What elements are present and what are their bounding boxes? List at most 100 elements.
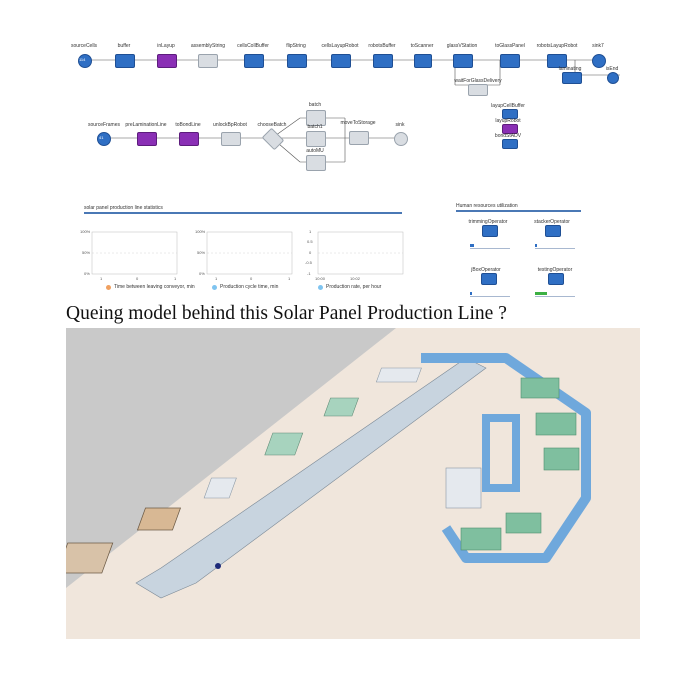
sink-icon[interactable] [607, 72, 619, 84]
utilization-bar [470, 292, 472, 295]
x-tick: 1 [215, 276, 218, 281]
queue-icon[interactable] [373, 54, 393, 68]
worker-icon[interactable] [548, 273, 564, 285]
source-cells-icon[interactable] [78, 54, 92, 68]
block-label: toGlassPanel [495, 43, 525, 49]
aux-label: waitForGlassDelivery [454, 78, 502, 84]
y-tick: 0.5 [307, 239, 313, 244]
x-tick: 10:00 [315, 276, 326, 281]
block-label: unlockBpRobot [213, 122, 247, 128]
block-label: chooseBatch [257, 122, 287, 128]
block-label: cellsLayupRobot [321, 43, 359, 49]
y-tick: 50% [197, 250, 206, 255]
x-tick: 0 [250, 276, 253, 281]
queue-icon[interactable] [502, 109, 518, 119]
batch-icon[interactable] [306, 110, 326, 126]
block-label: autoMU [306, 148, 324, 154]
block-label: sink [395, 122, 405, 128]
assembler-icon[interactable] [198, 54, 218, 68]
y-tick: 0% [199, 271, 205, 276]
conveyor-line-main [66, 357, 487, 599]
conveyor-loop [421, 353, 591, 563]
block-label: toBondLine [175, 122, 201, 128]
block-label: cellsCollBuffer [237, 43, 269, 49]
legend-marker [106, 285, 111, 290]
resources-title: Human resources utilization [456, 203, 518, 209]
source-count: 114 [79, 57, 86, 62]
utilization-bar [470, 244, 474, 247]
delay-icon[interactable] [157, 54, 177, 68]
worker-figure [215, 563, 221, 569]
legend-text: Production rate, per hour [326, 284, 382, 290]
block-label: batch [308, 102, 322, 108]
service-icon[interactable] [349, 131, 369, 145]
batch-icon[interactable] [306, 155, 326, 171]
delay-icon[interactable] [468, 84, 488, 96]
source-count: 41 [99, 135, 104, 140]
resource-label: testingOperator [537, 267, 573, 273]
flow-connections [88, 59, 620, 163]
title-divider [456, 210, 581, 212]
block-label: toScanner [410, 43, 434, 49]
y-tick: 0% [84, 271, 90, 276]
utilization-track [535, 296, 575, 297]
service-icon[interactable] [547, 54, 567, 68]
resource-label: jBoxOperator [471, 267, 501, 273]
utilization-bar [535, 244, 537, 247]
stats-chart-frames [91, 231, 404, 275]
side-label: layupCellBuffer [491, 103, 525, 109]
x-tick: 0 [136, 276, 139, 281]
service-icon[interactable] [331, 54, 351, 68]
aux-label: isEnd [605, 66, 619, 72]
resource-label: trimmingOperator [468, 219, 508, 225]
block-label: sink7 [592, 43, 604, 49]
title-divider [84, 212, 402, 214]
block-label: flipString [286, 43, 306, 49]
block-label: moveToStorage [340, 120, 376, 126]
x-tick: 1 [100, 276, 103, 281]
y-tick: 100% [195, 229, 206, 234]
worker-icon[interactable] [482, 225, 498, 237]
block-label: robotsLayupRobot [536, 43, 578, 49]
service-icon[interactable] [287, 54, 307, 68]
y-tick: 50% [82, 250, 91, 255]
delay-icon[interactable] [179, 132, 199, 146]
utilization-track [470, 248, 510, 249]
block-label: assemblyString [190, 43, 226, 49]
statistics-title: solar panel production line statistics [84, 205, 163, 211]
worker-icon[interactable] [545, 225, 561, 237]
block-label: batch1 [307, 124, 323, 130]
x-tick: 1 [288, 276, 291, 281]
block-label: buffer [117, 43, 131, 49]
queue-icon[interactable] [414, 54, 432, 68]
x-tick: 10:02 [350, 276, 361, 281]
queue-icon[interactable] [115, 54, 135, 68]
aux-label: laminating [558, 66, 582, 72]
y-tick: -1 [307, 271, 311, 276]
worker-icon[interactable] [481, 273, 497, 285]
service-icon[interactable] [453, 54, 473, 68]
source-frames-icon[interactable] [97, 132, 111, 146]
service-icon[interactable] [562, 72, 582, 84]
block-label: robotsBuffer [368, 43, 396, 49]
legend-text: Time between leaving conveyor, min [114, 284, 195, 290]
service-icon[interactable] [500, 54, 520, 68]
delay-icon[interactable] [137, 132, 157, 146]
service-icon[interactable] [221, 132, 241, 146]
block-label: sourceFrames [88, 122, 120, 128]
block-label: sourceCells [70, 43, 98, 49]
robot-icon[interactable] [502, 124, 518, 134]
queue-icon[interactable] [244, 54, 264, 68]
service-icon[interactable] [502, 139, 518, 149]
sink-icon[interactable] [592, 54, 606, 68]
sink-icon[interactable] [394, 132, 408, 146]
batch-icon[interactable] [306, 131, 326, 147]
utilization-bar [535, 292, 547, 295]
factory-3d-render [66, 328, 640, 639]
block-label: inLayup [157, 43, 175, 49]
legend-marker [212, 285, 217, 290]
x-tick: 1 [174, 276, 177, 281]
y-tick: 1 [309, 229, 312, 234]
block-label: preLaminationLine [125, 122, 167, 128]
side-label: layupRobot [495, 118, 521, 124]
